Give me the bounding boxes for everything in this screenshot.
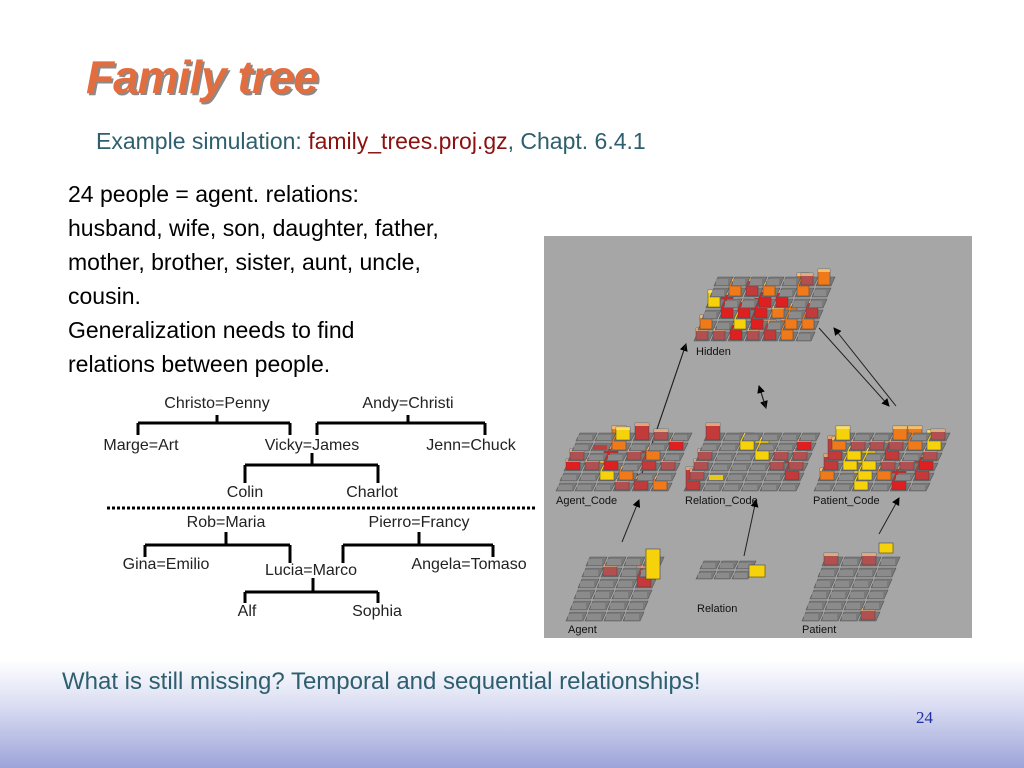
connection-arrow <box>621 499 641 543</box>
layer-label-agent-code: Agent_Code <box>556 495 617 507</box>
tree-node-charlot: Charlot <box>346 484 398 501</box>
body-line: 24 people = agent. relations: <box>68 181 359 207</box>
tree-node-christo-penny: Christo=Penny <box>164 395 270 412</box>
subtitle-filename: family_trees.proj.gz <box>308 128 508 154</box>
agent-code-layer-grid <box>555 422 693 492</box>
slide-title: Family tree <box>86 51 319 103</box>
tree-node-marge-art: Marge=Art <box>103 437 179 454</box>
relation-active-unit <box>748 564 766 578</box>
connection-arrow <box>743 499 759 557</box>
relation-code-layer-grid <box>683 422 821 492</box>
layer-label-agent: Agent <box>568 624 597 636</box>
tree-node-lucia-marco: Lucia=Marco <box>264 562 358 579</box>
patient-active-unit <box>878 542 894 554</box>
connection-arrow <box>757 385 767 409</box>
network-svg: Hidden Agent_Code Relation_Code Patient_… <box>555 268 951 636</box>
connection-arrow <box>833 327 897 407</box>
tree-node-pierro-francy: Pierro=Francy <box>368 514 470 531</box>
tree-node-alf: Alf <box>237 603 257 620</box>
connection-arrow <box>818 327 890 407</box>
family-tree-lines <box>107 415 535 603</box>
tree-node-rob-maria: Rob=Maria <box>186 514 266 531</box>
tree-node-colin: Colin <box>226 484 264 501</box>
layer-label-hidden: Hidden <box>696 346 731 358</box>
layer-label-patient: Patient <box>802 624 836 636</box>
relation-input-grid <box>695 560 757 580</box>
tree-node-vicky-james: Vicky=James <box>264 437 360 454</box>
layer-label-patient-code: Patient_Code <box>813 495 880 507</box>
family-tree-diagram: Christo=Penny Andy=Christi Marge=Art Vic… <box>95 385 540 630</box>
tree-node-sophia: Sophia <box>352 603 402 620</box>
body-line: cousin. <box>68 283 141 309</box>
tree-node-andy-christi: Andy=Christi <box>362 395 454 412</box>
tree-node-gina-emilio: Gina=Emilio <box>122 556 210 573</box>
body-line: mother, brother, sister, aunt, uncle, <box>68 249 421 275</box>
footer-gradient <box>0 660 1024 768</box>
hidden-layer-grid <box>693 268 836 342</box>
slide-subtitle: Example simulation: family_trees.proj.gz… <box>96 128 646 155</box>
page-number: 24 <box>916 708 933 727</box>
subtitle-suffix: , Chapt. 6.4.1 <box>507 128 646 154</box>
body-line: husband, wife, son, daughter, father, <box>68 215 439 241</box>
tree-node-angela-tomaso: Angela=Tomaso <box>411 556 527 573</box>
closing-question: What is still missing? Temporal and sequ… <box>62 668 701 695</box>
patient-code-layer-grid <box>813 425 951 492</box>
subtitle-prefix: Example simulation: <box>96 128 309 154</box>
layer-label-relation-code: Relation_Code <box>685 495 758 507</box>
body-line: Generalization needs to find <box>68 317 355 343</box>
body-text: 24 people = agent. relations: husband, w… <box>68 177 538 381</box>
tree-node-jenn-chuck: Jenn=Chuck <box>426 437 516 454</box>
network-visualization: Hidden Agent_Code Relation_Code Patient_… <box>544 236 972 638</box>
connection-arrow <box>878 497 900 535</box>
patient-input-grid <box>801 552 901 622</box>
agent-active-unit <box>645 548 661 580</box>
layer-label-relation: Relation <box>697 603 737 615</box>
body-line: relations between people. <box>68 351 331 377</box>
